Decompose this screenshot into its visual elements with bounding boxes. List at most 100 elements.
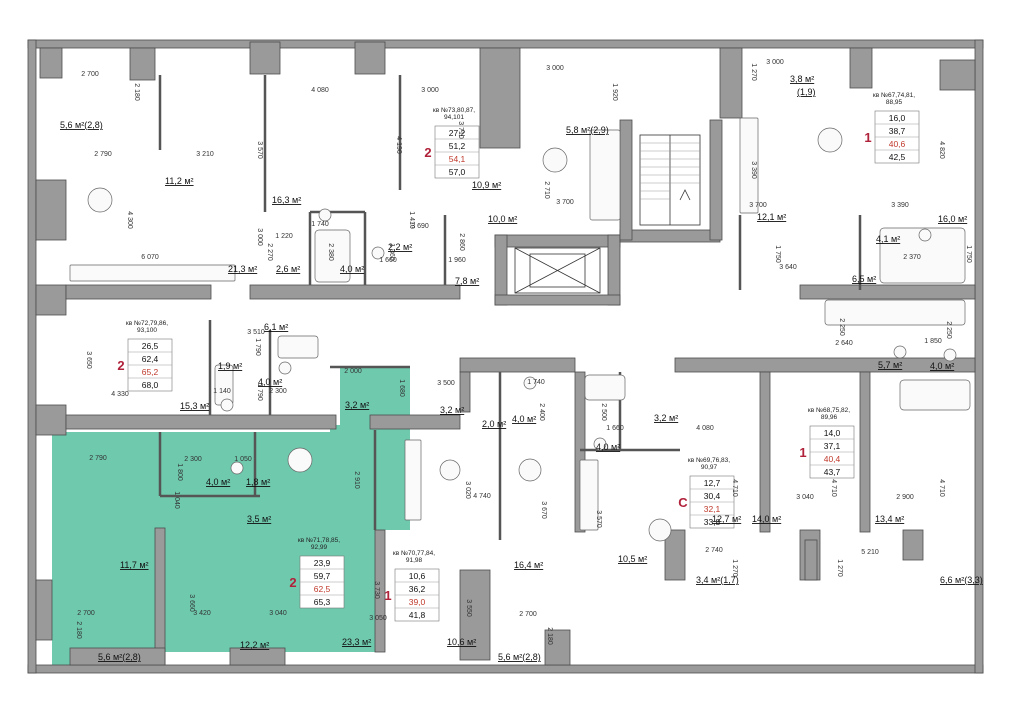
apartment-room-count: 2 <box>424 145 431 160</box>
room-area-label: 23,3 м² <box>342 637 371 647</box>
apartment-room-count: 1 <box>384 588 391 603</box>
apartment-number-line: 90,97 <box>701 464 718 471</box>
apartment-room-count: 1 <box>864 130 871 145</box>
apartment-number-line: 91,98 <box>406 557 423 564</box>
dimension-label: 3 670 <box>540 501 547 519</box>
room-area-label: 10,9 м² <box>472 180 501 190</box>
dimension-label: 2 900 <box>896 494 914 501</box>
dimension-label: 1 750 <box>965 245 972 263</box>
dimension-label: 3 690 <box>411 223 429 230</box>
room-area-label: 3,2 м² <box>345 400 369 410</box>
apartment-area-value: 16,0 <box>889 113 906 123</box>
apartment-area-value: 40,4 <box>824 454 841 464</box>
dimension-label: 3 000 <box>421 87 439 94</box>
room-area-label: 3,4 м²(1,7) <box>696 575 739 585</box>
dimension-label: 2 860 <box>458 233 465 251</box>
dimension-label: 3 650 <box>85 351 92 369</box>
apartment-area-value: 37,1 <box>824 441 841 451</box>
dimension-label: 2 180 <box>133 83 140 101</box>
dimension-label: 1 680 <box>398 379 405 397</box>
dimension-label: 3 000 <box>256 228 263 246</box>
dimension-label: 2 370 <box>903 254 921 261</box>
room-area-label: 14,0 м² <box>752 514 781 524</box>
room-area-label: 12,1 м² <box>757 212 786 222</box>
apartment-number-line: кв №70,77,84, <box>393 550 435 557</box>
dimension-label: 1 410 <box>408 211 415 229</box>
room-area-label: 4,0 м² <box>206 477 230 487</box>
apartment-area-value: 59,7 <box>314 571 331 581</box>
dimension-label: 3 730 <box>373 581 380 599</box>
dimension-label: 2 790 <box>89 455 107 462</box>
room-area-label: 5,6 м²(2,8) <box>98 652 141 662</box>
room-area-label: 1,9 м² <box>218 361 242 371</box>
dimension-label: 3 570 <box>595 510 602 528</box>
dimension-label: 2 000 <box>344 368 362 375</box>
room-area-label: 12,7 м² <box>712 514 741 524</box>
apartment-number-line: кв №71,78,85, <box>298 537 340 544</box>
apartment-area-value: 32,1 <box>704 504 721 514</box>
dimension-label: 2 790 <box>94 151 112 158</box>
dimension-label: 5 210 <box>861 549 879 556</box>
room-area-label: 5,6 м²(2,8) <box>498 652 541 662</box>
dimension-label: 2 710 <box>543 181 550 199</box>
apartment-area-value: 65,3 <box>314 597 331 607</box>
dimension-label: 3 570 <box>256 141 263 159</box>
apartment-number-line: кв №67,74,81, <box>873 92 915 99</box>
dimension-label: 4 300 <box>126 211 133 229</box>
dimension-label: 1 850 <box>924 338 942 345</box>
apartment-area-value: 65,2 <box>142 367 159 377</box>
dimension-label: 2 640 <box>835 340 853 347</box>
room-area-label: 12,2 м² <box>240 640 269 650</box>
apartment-area-value: 42,5 <box>889 152 906 162</box>
apartment-area-value: 33,8 <box>704 517 721 527</box>
dimension-label: 3 640 <box>779 264 797 271</box>
dimension-label: 2 400 <box>538 403 545 421</box>
apartment-area-value: 30,4 <box>704 491 721 501</box>
dimension-label: 2 700 <box>81 71 99 78</box>
room-area-label: 4,0 м² <box>930 361 954 371</box>
room-area-label: 16,3 м² <box>272 195 301 205</box>
dimension-label: 3 390 <box>750 161 757 179</box>
room-area-label: 2,6 м² <box>276 264 300 274</box>
dimension-label: 2 910 <box>353 471 360 489</box>
apartment-area-value: 68,0 <box>142 380 159 390</box>
room-area-label: 5,7 м² <box>878 360 902 370</box>
dimension-label: 2 740 <box>705 547 723 554</box>
dimension-label: 1 960 <box>448 257 466 264</box>
dimension-label: 1 360 <box>388 243 395 261</box>
staircase <box>639 134 701 226</box>
dimension-label: 3 390 <box>891 202 909 209</box>
dimension-label: 4 710 <box>731 479 738 497</box>
dimension-label: 3 710 <box>457 121 464 139</box>
room-area-label: 16,0 м² <box>938 214 967 224</box>
room-area-label: 3,8 м² <box>790 74 814 84</box>
walls <box>27 39 984 674</box>
dimension-label: 3 210 <box>196 151 214 158</box>
highlighted-apartment[interactable] <box>52 367 410 665</box>
apartment-number-line: 89,96 <box>821 414 838 421</box>
room-area-label: 4,0 м² <box>258 377 282 387</box>
dimension-label: 2 380 <box>327 243 334 261</box>
room-area-label: 6,1 м² <box>264 322 288 332</box>
dimension-label: 3 500 <box>437 380 455 387</box>
apartment-number-line: 94,101 <box>444 114 464 121</box>
apartment-area-value: 51,2 <box>449 141 466 151</box>
room-area-label: 10,6 м² <box>447 637 476 647</box>
room-area-label: 3,5 м² <box>247 514 271 524</box>
apartment-area-value: 38,7 <box>889 126 906 136</box>
highlight-area <box>52 367 410 665</box>
fixtures <box>69 117 971 542</box>
dimension-label: 2 500 <box>600 403 607 421</box>
dimension-label: 3 040 <box>796 494 814 501</box>
room-area-label: 2,0 м² <box>482 419 506 429</box>
apartment-area-value: 10,6 <box>409 571 426 581</box>
dimension-label: 1 920 <box>611 83 618 101</box>
